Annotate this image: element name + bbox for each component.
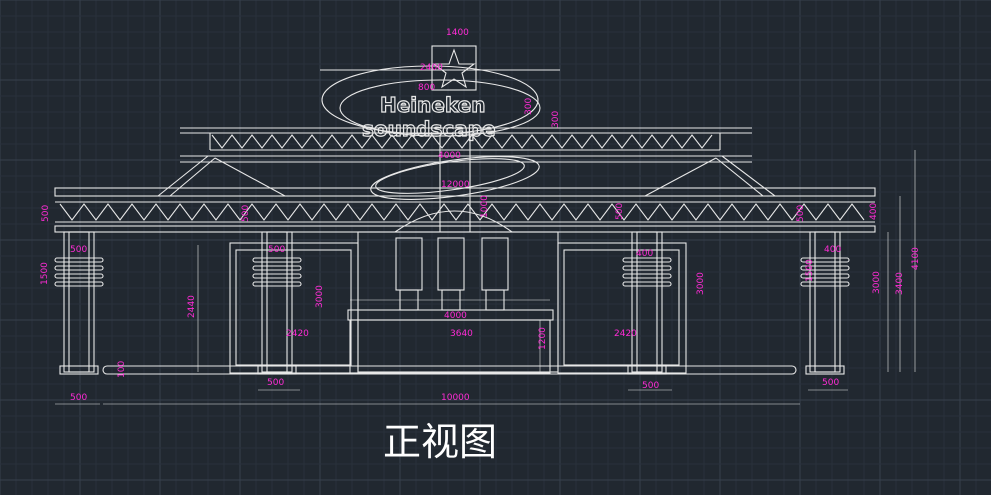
dim-panel-height-left: 2440 bbox=[187, 295, 197, 318]
dim-upper-span: 4000 bbox=[438, 151, 461, 161]
dim-overall-3000: 3000 bbox=[872, 271, 882, 294]
dim-central-span: 12000 bbox=[441, 180, 470, 190]
dim-star-box-width: 1400 bbox=[446, 28, 469, 38]
dim-logo-side: 300 bbox=[551, 111, 561, 128]
upper-truss bbox=[180, 127, 752, 163]
dim-col-height-left: 3000 bbox=[315, 285, 325, 308]
dim-col-width-left: 500 bbox=[70, 393, 87, 403]
dim-logo-height: 300 bbox=[524, 98, 534, 115]
column-mid-right bbox=[622, 231, 672, 375]
dim-center-width: 4000 bbox=[444, 311, 467, 321]
stage-structure bbox=[54, 45, 916, 405]
column-right bbox=[800, 231, 850, 375]
dim-col-height-right: 3000 bbox=[696, 272, 706, 295]
dim-mid-col-band: 500 bbox=[268, 245, 285, 255]
central-stage bbox=[347, 309, 554, 374]
dim-col-width-right-mid: 500 bbox=[642, 381, 659, 391]
back-panels bbox=[229, 231, 687, 374]
drawing-title: 正视图 bbox=[383, 420, 497, 464]
dim-right-band-height: 1500 bbox=[805, 259, 815, 282]
dim-logo-small: 800 bbox=[418, 83, 435, 93]
logo-line2: soundscape bbox=[362, 117, 496, 141]
dim-right-band-side: 500 bbox=[796, 205, 806, 222]
dimension-labels: 1400 2400 800 300 300 4000 12000 1000 50… bbox=[40, 28, 921, 403]
column-left bbox=[54, 231, 104, 375]
logo-line1: Heineken bbox=[380, 93, 486, 117]
dim-col-width-mid: 500 bbox=[267, 378, 284, 388]
dim-left-truss: 500 bbox=[41, 205, 51, 222]
dim-left-band: 500 bbox=[241, 205, 251, 222]
dim-logo-width: 2400 bbox=[420, 63, 443, 73]
dim-col-width-right: 500 bbox=[822, 378, 839, 388]
column-mid-left bbox=[252, 231, 302, 375]
roof-slopes bbox=[157, 155, 776, 197]
dim-right-col-band: 400 bbox=[824, 245, 841, 255]
dim-truss-height: 400 bbox=[869, 203, 879, 220]
base-line bbox=[102, 365, 797, 375]
columns bbox=[54, 231, 850, 375]
dim-right-mid-col-band: 400 bbox=[636, 249, 653, 259]
dim-overall-4100: 4100 bbox=[911, 247, 921, 270]
dim-stage-height: 1200 bbox=[538, 327, 548, 350]
dim-left-col-band: 500 bbox=[70, 245, 87, 255]
dim-mid-column: 1000 bbox=[480, 195, 490, 218]
logo-sign bbox=[320, 45, 560, 232]
dim-overall-3400: 3400 bbox=[895, 272, 905, 295]
dim-total-width: 10000 bbox=[441, 393, 470, 403]
dim-left-band-height: 1500 bbox=[40, 262, 50, 285]
dim-panel-width-right: 2420 bbox=[614, 329, 637, 339]
dim-right-band: 500 bbox=[615, 203, 625, 220]
dim-panel-width-left: 2420 bbox=[286, 329, 309, 339]
dim-base-offset: 100 bbox=[117, 361, 127, 378]
dim-stage-width: 3640 bbox=[450, 329, 473, 339]
dimension-lines bbox=[55, 150, 916, 405]
